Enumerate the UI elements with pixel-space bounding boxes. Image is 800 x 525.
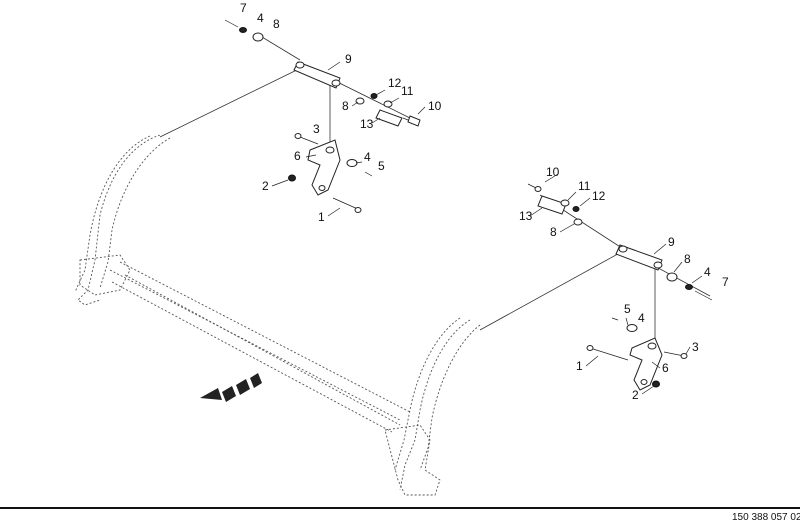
callout: 10 xyxy=(428,99,442,113)
callout: 11 xyxy=(401,84,414,98)
left-assembly xyxy=(224,19,421,213)
callout: 5 xyxy=(624,302,631,316)
pin-cluster-right xyxy=(527,183,583,226)
bracket-6-left xyxy=(307,139,341,196)
callout: 5 xyxy=(378,159,385,173)
callout: 2 xyxy=(262,179,269,193)
nut-2-left xyxy=(288,174,296,182)
callout: 8 xyxy=(550,225,557,239)
direction-arrow-icon xyxy=(200,373,262,402)
callout: 8 xyxy=(273,17,280,31)
callout: 3 xyxy=(692,340,699,354)
callout: 3 xyxy=(313,122,320,136)
callout: 7 xyxy=(240,1,247,15)
callout: 6 xyxy=(294,149,301,163)
pin-cluster-left xyxy=(355,93,421,127)
bolt-3-right xyxy=(663,351,688,359)
callout: 7 xyxy=(722,275,729,289)
bar-9-left xyxy=(293,61,341,89)
washer-4-5-right xyxy=(611,317,638,332)
callouts-left: 7 4 8 9 12 11 8 10 13 3 6 4 5 2 1 xyxy=(240,1,442,224)
connecting-lines xyxy=(159,36,711,345)
callout: 4 xyxy=(364,150,371,164)
top-washers-left xyxy=(224,19,264,42)
bolt-1-left xyxy=(332,197,362,213)
callout: 8 xyxy=(684,252,691,266)
washers-right xyxy=(666,272,713,301)
callout: 11 xyxy=(578,179,591,193)
callout: 9 xyxy=(345,52,352,66)
nut-2-right xyxy=(652,380,660,388)
callout: 2 xyxy=(632,388,639,402)
callout: 12 xyxy=(592,189,606,203)
bolt-1-right xyxy=(586,345,629,361)
document-number: 150 388 057 02 xyxy=(732,512,800,523)
callout: 6 xyxy=(662,361,669,375)
callout: 4 xyxy=(257,11,264,25)
callout: 8 xyxy=(342,99,349,113)
callout: 9 xyxy=(668,235,675,249)
callout: 10 xyxy=(546,165,560,179)
bolt-3-left xyxy=(294,133,319,145)
cab-frame xyxy=(74,134,481,496)
callout: 4 xyxy=(638,311,645,325)
callout: 1 xyxy=(318,210,325,224)
bar-9-right xyxy=(615,244,663,271)
leaders-right xyxy=(529,173,703,395)
leaders-left xyxy=(271,61,426,217)
callout: 1 xyxy=(576,359,583,373)
bracket-6-right xyxy=(629,337,663,391)
callout: 4 xyxy=(704,265,711,279)
callout: 13 xyxy=(519,209,533,223)
callouts-right: 10 11 12 13 8 9 8 4 7 5 4 3 1 6 2 xyxy=(519,165,729,402)
callout: 13 xyxy=(360,117,374,131)
right-assembly xyxy=(527,183,713,391)
callout: 12 xyxy=(388,76,402,90)
